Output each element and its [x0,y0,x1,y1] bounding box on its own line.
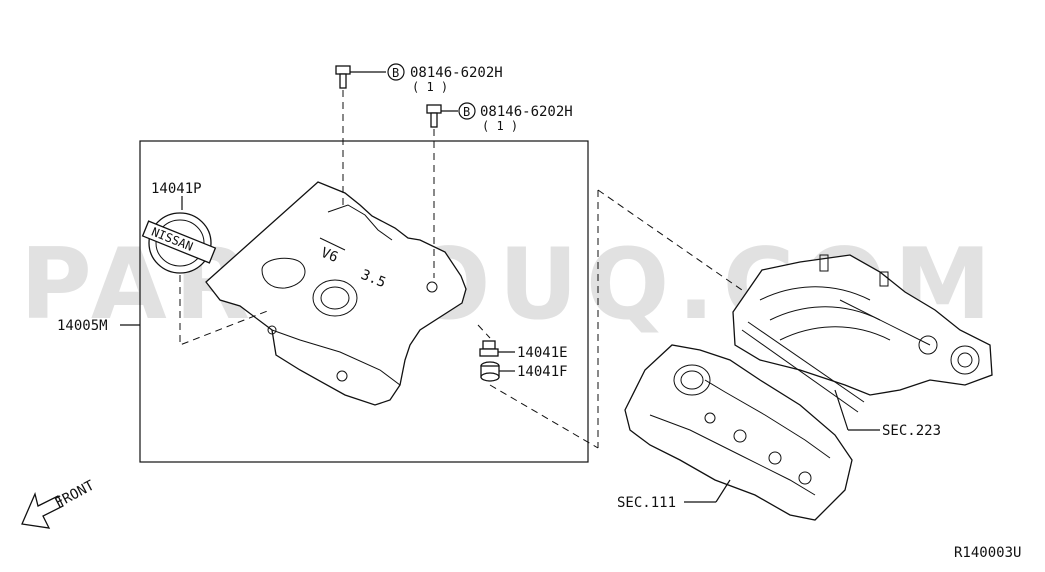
label-14041p: 14041P [151,181,202,197]
bolt2-part-number: 08146-6202H [480,104,573,120]
grommet-14041f[interactable] [480,361,500,382]
bolt2-code-mark: B [463,105,470,119]
label-sec-111: SEC.111 [617,495,676,511]
bolt-1[interactable] [335,65,351,89]
cover-emblem-seat [312,279,358,317]
bolt1-part-number: 08146-6202H [410,65,503,81]
bolt1-code-mark: B [392,66,399,80]
cover-engine-text: V6 [319,245,341,266]
engine-cover[interactable]: V6 3.5 [205,181,467,406]
front-arrow-icon [21,491,64,529]
label-14041e: 14041E [517,345,568,361]
assembly-frame [139,140,589,463]
diagram-id: R140003U [954,545,1021,561]
intake-manifold[interactable] [732,254,993,413]
grommet-14041e[interactable] [479,340,499,357]
bolt1-quantity: ( 1 ) [412,80,448,94]
label-14005m: 14005M [57,318,108,334]
label-sec-223: SEC.223 [882,423,941,439]
oil-filler-cap [673,364,711,396]
label-14041f: 14041F [517,364,568,380]
bolt-2[interactable] [426,104,442,128]
bolt1-code-circle [387,63,405,81]
cylinder-head[interactable] [624,344,853,521]
front-label: FRONT [52,477,97,511]
nissan-emblem[interactable]: NISSAN [141,212,217,274]
bolt2-quantity: ( 1 ) [482,119,518,133]
bolt2-code-circle [458,102,476,120]
